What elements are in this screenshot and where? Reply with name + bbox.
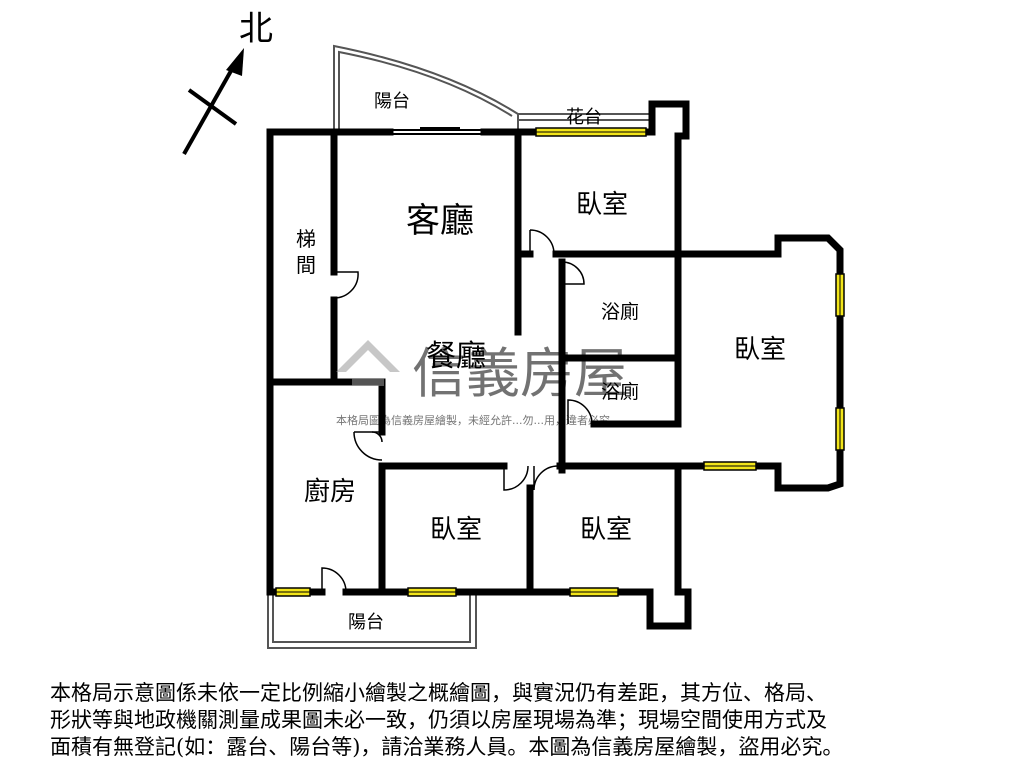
sliding-door <box>390 127 484 135</box>
disclaimer-line-3: 面積有無登記(如：露台、陽台等)，請洽業務人員。本圖為信義房屋繪製，盜用必究。 <box>50 735 844 759</box>
disclaimer-line-2: 形狀等與地政機關測量成果圖未必一致，仍須以房屋現場為準；現場空間使用方式及 <box>50 708 827 732</box>
label-planter: 花台 <box>566 107 602 128</box>
door-kitchen <box>353 431 383 461</box>
disclaimer-text: 本格局示意圖係未依一定比例縮小繪製之概繪圖，與實況仍有差距，其方位、格局、 形狀… <box>50 680 1010 761</box>
door-bath-upper <box>561 261 585 285</box>
watermark-logo-icon <box>336 340 400 386</box>
north-compass: 北 <box>182 9 273 155</box>
label-balcony-top: 陽台 <box>374 91 410 112</box>
label-bedroom-s1: 臥室 <box>430 515 482 545</box>
balcony-top-outline <box>333 44 652 132</box>
doors <box>321 229 593 593</box>
disclaimer-line-1: 本格局示意圖係未依一定比例縮小繪製之概繪圖，與實況仍有差距，其方位、格局、 <box>50 681 827 705</box>
watermark-brand: 信義房屋 <box>412 342 628 405</box>
watermark: 信義房屋 本格局圖為信義房屋繪製，未經允許...勿...用，違者必究 <box>336 340 628 427</box>
label-bedroom-east: 臥室 <box>734 335 786 365</box>
label-stairwell-2: 間 <box>296 253 316 277</box>
door-s2 <box>533 465 559 491</box>
label-bath-upper: 浴廁 <box>601 300 639 323</box>
walls <box>266 100 844 630</box>
compass-north-label: 北 <box>239 9 273 49</box>
door-kitchen-balcony <box>321 567 347 593</box>
label-living-room: 客廳 <box>406 201 474 241</box>
label-bedroom-ne: 臥室 <box>576 190 628 220</box>
door-bath-lower <box>567 399 593 425</box>
label-bath-lower: 浴廁 <box>601 380 639 403</box>
door-bedroom-ne <box>529 229 555 255</box>
floor-plan: 北 <box>182 9 845 649</box>
door-stairwell <box>333 271 359 299</box>
label-dining-room: 餐廳 <box>426 339 486 374</box>
door-sink-left <box>371 431 383 443</box>
watermark-fine-print: 本格局圖為信義房屋繪製，未經允許...勿...用，違者必究 <box>336 413 610 427</box>
balcony-bottom-outline <box>267 592 477 649</box>
door-s1 <box>503 465 529 491</box>
label-bedroom-s2: 臥室 <box>580 515 632 545</box>
label-kitchen: 廚房 <box>304 477 356 507</box>
label-balcony-bottom: 陽台 <box>348 612 384 633</box>
label-stairwell-1: 梯 <box>296 227 316 251</box>
